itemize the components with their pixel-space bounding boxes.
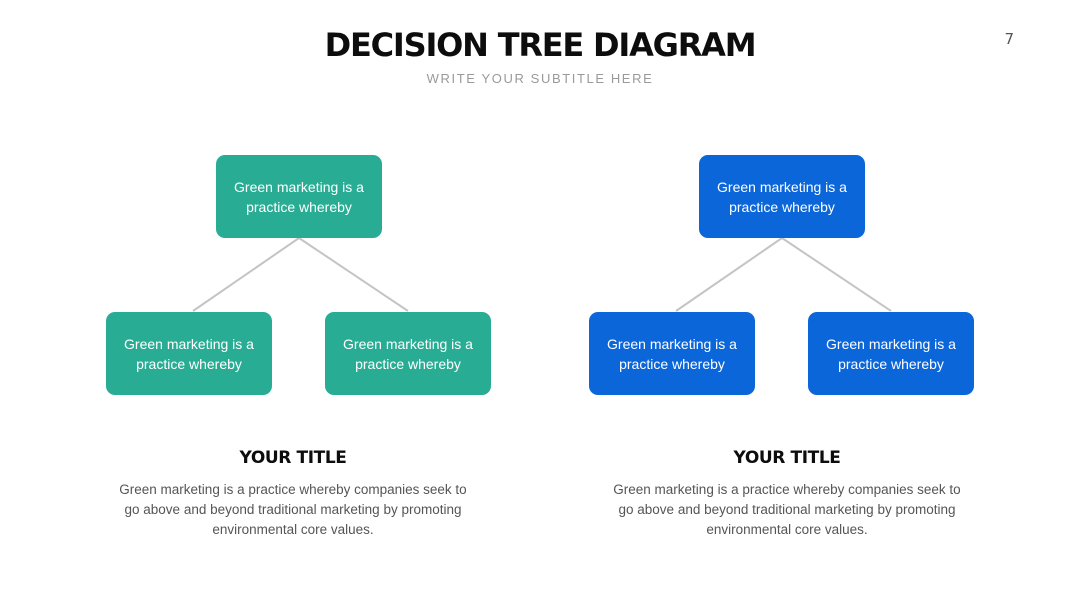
blue-left-child-node: Green marketing is a practice whereby	[589, 312, 755, 395]
blue-right-child-text: Green marketing is a practice whereby	[826, 335, 956, 372]
green-root-node: Green marketing is a practice whereby	[216, 155, 382, 238]
green-left-child-text: Green marketing is a practice whereby	[124, 335, 254, 372]
left-section-description: Green marketing is a practice whereby co…	[119, 482, 467, 537]
green-connector-left	[192, 237, 300, 312]
page-number: 7	[1004, 30, 1014, 48]
blue-root-node-text: Green marketing is a practice whereby	[717, 178, 847, 215]
left-section-title: YOUR TITLE	[239, 448, 347, 468]
green-right-child-node: Green marketing is a practice whereby	[325, 312, 491, 395]
right-section-title: YOUR TITLE	[733, 448, 841, 468]
green-root-node-text: Green marketing is a practice whereby	[234, 178, 364, 215]
green-right-child-text: Green marketing is a practice whereby	[343, 335, 473, 372]
green-left-child-node: Green marketing is a practice whereby	[106, 312, 272, 395]
slide-subtitle: WRITE YOUR SUBTITLE HERE	[426, 71, 654, 86]
blue-connector-left	[675, 237, 783, 312]
right-section-description: Green marketing is a practice whereby co…	[613, 482, 961, 537]
blue-right-child-node: Green marketing is a practice whereby	[808, 312, 974, 395]
blue-connector-right	[781, 237, 892, 312]
blue-root-node: Green marketing is a practice whereby	[699, 155, 865, 238]
green-connector-right	[298, 237, 409, 312]
blue-left-child-text: Green marketing is a practice whereby	[607, 335, 737, 372]
slide-title: DECISION TREE DIAGRAM	[324, 26, 757, 64]
